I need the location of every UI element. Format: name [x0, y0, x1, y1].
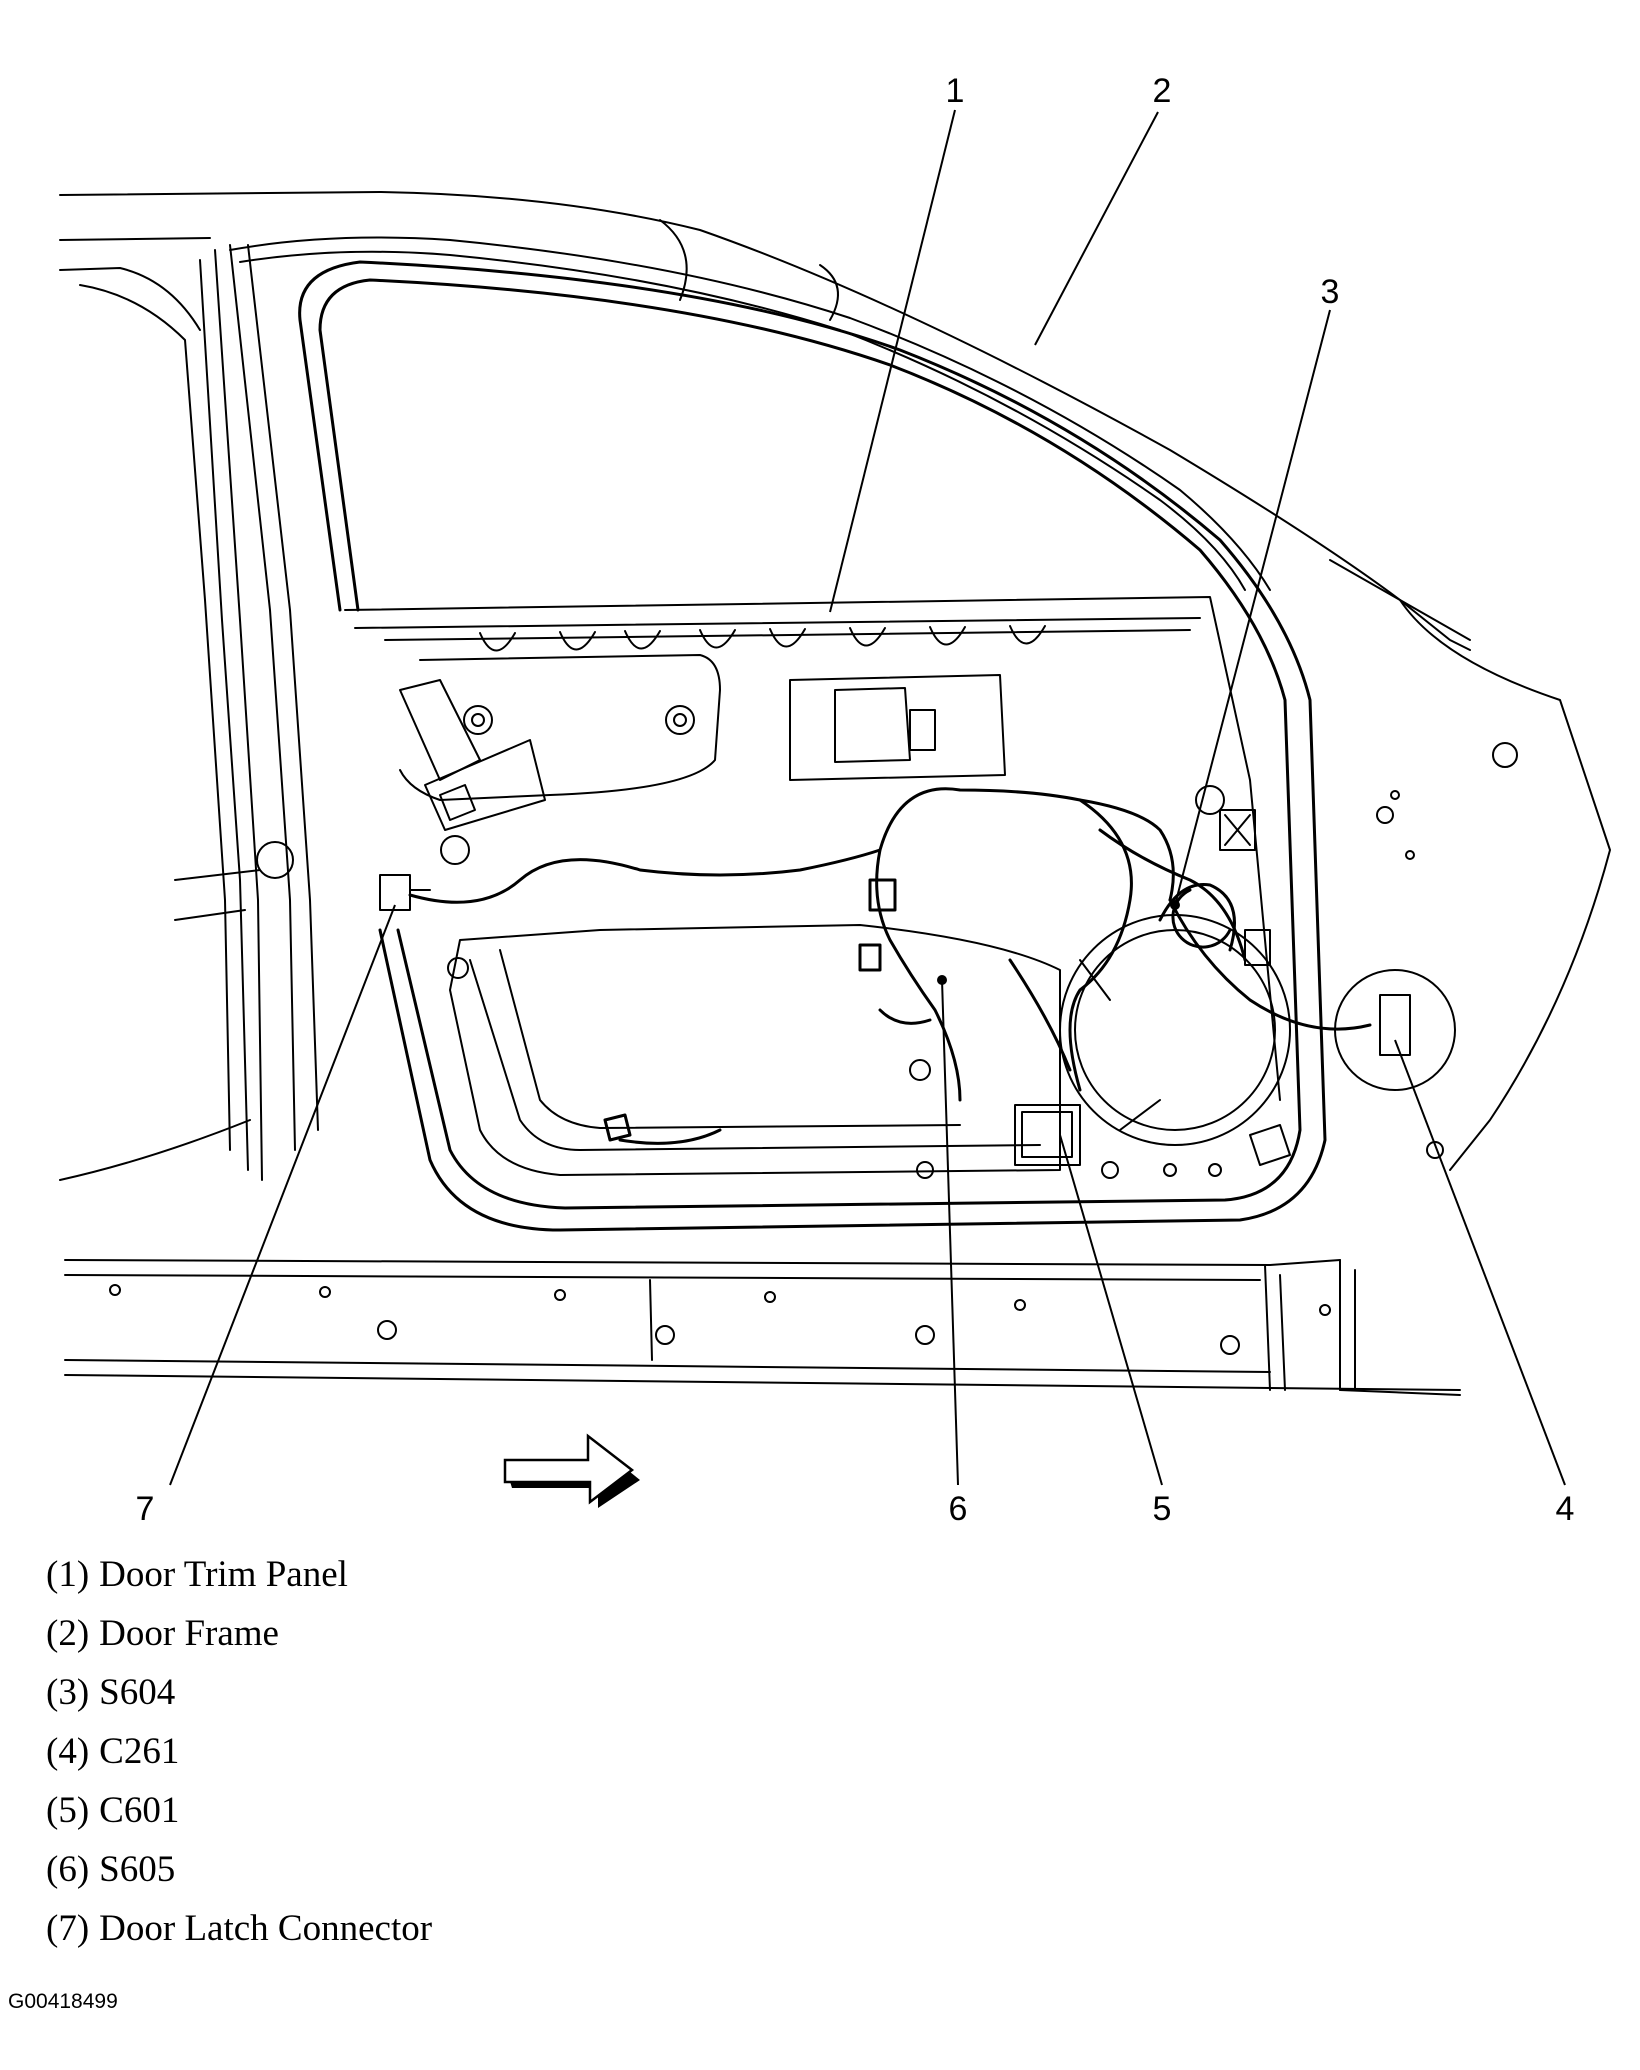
- forward-arrow-icon: [503, 1433, 640, 1508]
- legend-item: (5)C601: [46, 1790, 180, 1831]
- figure-code: G00418499: [8, 1990, 118, 2013]
- wire-harness: [408, 787, 1372, 1145]
- door-wiring-diagram: 1 2 3 4 5 6 7: [59, 72, 1611, 1528]
- callout-number-2: 2: [1153, 72, 1172, 110]
- legend-item: (3)S604: [46, 1672, 176, 1713]
- a-pillar: [59, 244, 319, 1181]
- callout-number-4: 4: [1556, 1490, 1575, 1528]
- callout-number-5: 5: [1153, 1490, 1172, 1528]
- c261-connector: [1334, 969, 1456, 1091]
- legend: (1)Door Trim Panel (2)Door Frame (3)S604…: [46, 1545, 432, 1958]
- legend-item: (4)C261: [46, 1731, 180, 1772]
- callout-dots: [937, 900, 1180, 985]
- legend-item: (2)Door Frame: [46, 1613, 279, 1654]
- door-frame: [298, 260, 1327, 1232]
- door-trim-panel: [344, 596, 1291, 1179]
- legend-item: (1)Door Trim Panel: [46, 1554, 348, 1595]
- legend-item: (6)S605: [46, 1849, 176, 1890]
- callout-number-7: 7: [136, 1490, 155, 1528]
- callout-leaders: [169, 109, 1566, 1486]
- callout-number-1: 1: [946, 72, 965, 110]
- callout-number-6: 6: [949, 1490, 968, 1528]
- door-latch-connector: [379, 874, 431, 911]
- callout-number-3: 3: [1321, 273, 1340, 311]
- rocker-panel: [64, 742, 1518, 1396]
- legend-item: (7)Door Latch Connector: [46, 1908, 433, 1949]
